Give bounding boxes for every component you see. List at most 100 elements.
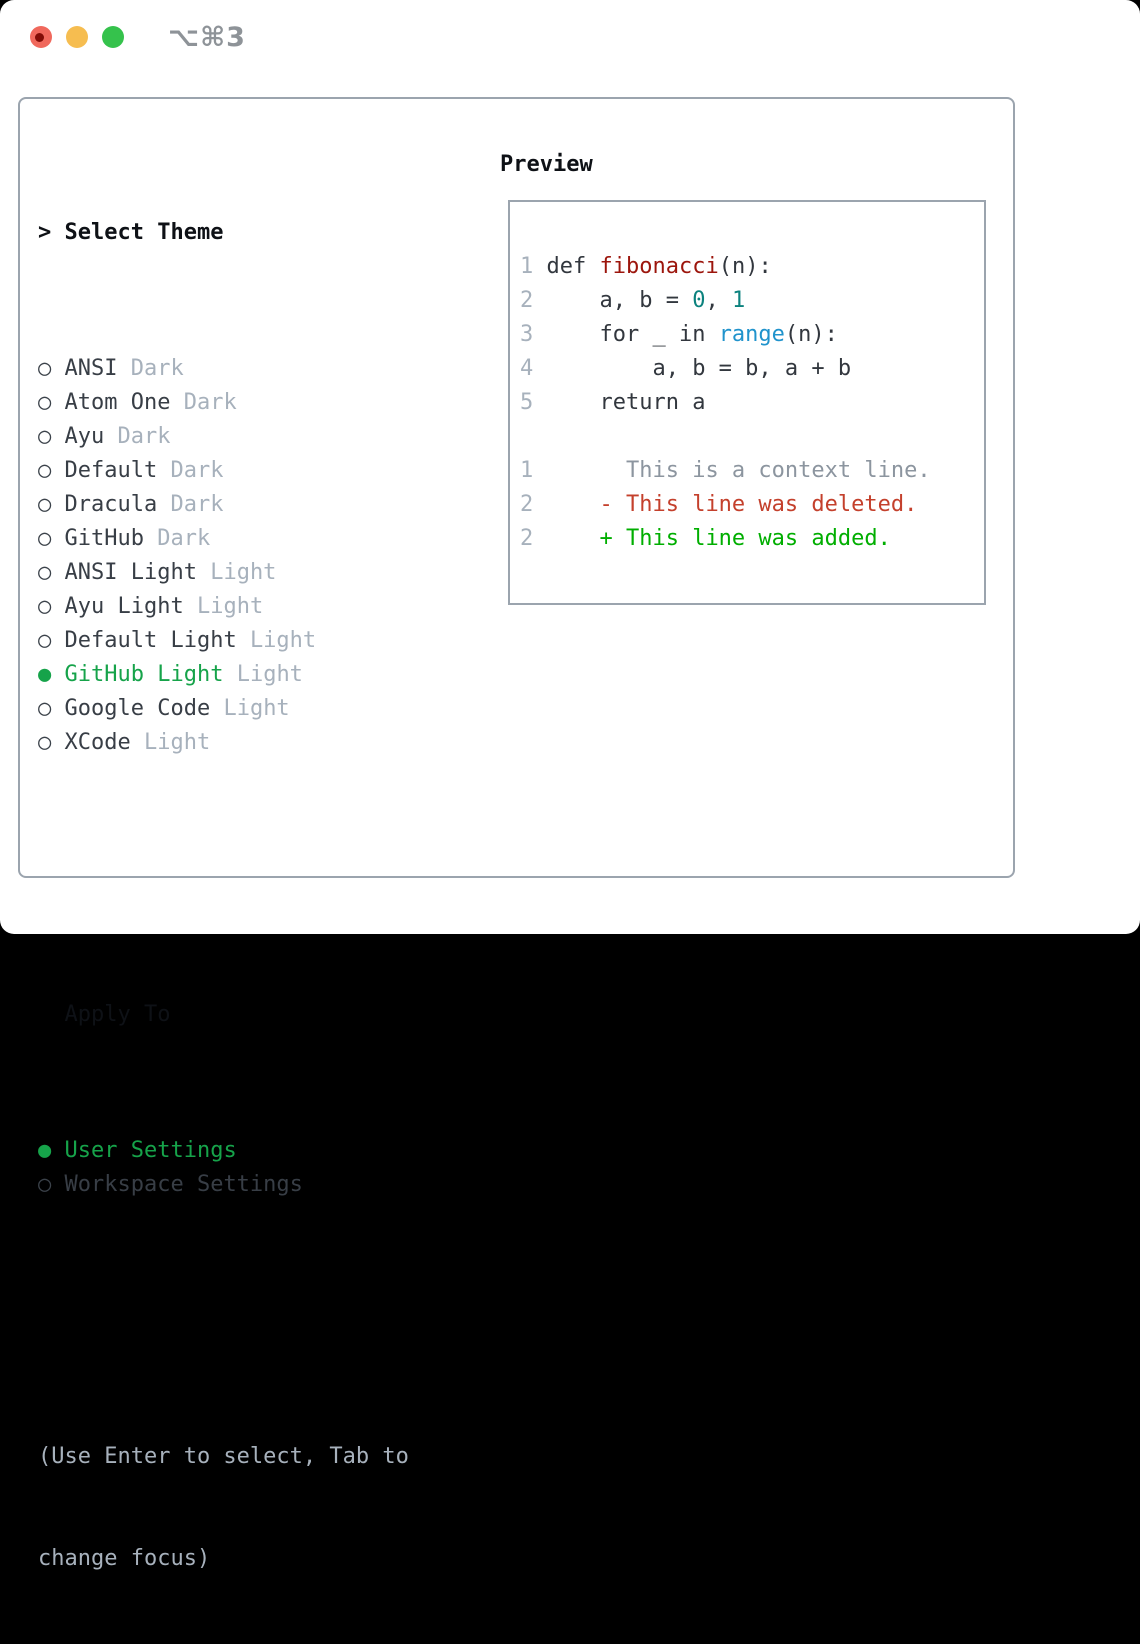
theme-option-ayu-light[interactable]: ○ Ayu Light Light <box>38 590 409 624</box>
theme-variant: Dark <box>184 390 237 415</box>
code-token: - This line was deleted. <box>547 492 918 517</box>
theme-variant: Light <box>223 696 289 721</box>
code-token: a, b = <box>547 288 693 313</box>
theme-picker-panel: > Select Theme ○ ANSI Dark○ Atom One Dar… <box>18 97 1015 878</box>
theme-name: XCode <box>65 730 131 755</box>
select-theme-title: Select Theme <box>65 220 224 245</box>
preview-line: 2 + This line was added. <box>520 522 984 556</box>
preview-line: 1 This is a context line. <box>520 454 984 488</box>
theme-name: Ayu <box>65 424 105 449</box>
theme-options: ○ ANSI Dark○ Atom One Dark○ Ayu Dark○ De… <box>38 352 409 760</box>
prompt-icon: > <box>38 220 51 245</box>
preview-line: 3 for _ in range(n): <box>520 318 984 352</box>
apply-to-options: ● User Settings○ Workspace Settings <box>38 1134 409 1202</box>
theme-name: Google Code <box>65 696 211 721</box>
theme-variant: Dark <box>131 356 184 381</box>
apply-to-header: Apply To <box>38 998 409 1032</box>
theme-option-dracula[interactable]: ○ Dracula Dark <box>38 488 409 522</box>
code-token: This is a context line. <box>547 458 931 483</box>
theme-variant: Light <box>210 560 276 585</box>
minimize-button[interactable] <box>66 26 88 48</box>
theme-option-atom-one[interactable]: ○ Atom One Dark <box>38 386 409 420</box>
theme-option-github-light[interactable]: ● GitHub Light Light <box>38 658 409 692</box>
titlebar: ⌥⌘3 <box>0 0 1140 74</box>
apply-to-title: Apply To <box>65 1002 171 1027</box>
radio-unselected-icon: ○ <box>38 1172 51 1197</box>
code-token: a, b = b, a + b <box>547 356 852 381</box>
apply-option-user-settings[interactable]: ● User Settings <box>38 1134 409 1168</box>
theme-name: ANSI <box>65 356 118 381</box>
line-number: 5 <box>520 390 547 415</box>
preview-line: 5 return a <box>520 386 984 420</box>
code-token: + This line was added. <box>547 526 891 551</box>
radio-unselected-icon: ○ <box>38 356 51 381</box>
radio-unselected-icon: ○ <box>38 458 51 483</box>
close-dot-icon <box>35 33 44 42</box>
line-number: 2 <box>520 492 547 517</box>
theme-option-ansi-light[interactable]: ○ ANSI Light Light <box>38 556 409 590</box>
radio-unselected-icon: ○ <box>38 560 51 585</box>
theme-option-ansi[interactable]: ○ ANSI Dark <box>38 352 409 386</box>
theme-option-default-light[interactable]: ○ Default Light Light <box>38 624 409 658</box>
line-number: 4 <box>520 356 547 381</box>
code-token: for _ in <box>547 322 719 347</box>
code-token: range <box>719 322 785 347</box>
preview-box: 1 def fibonacci(n): 2 a, b = 0, 1 3 for _ … <box>508 200 986 605</box>
code-token: (n): <box>719 254 772 279</box>
line-number: 1 <box>520 458 547 483</box>
line-number: 2 <box>520 526 547 551</box>
theme-variant: Dark <box>157 526 210 551</box>
theme-name: ANSI Light <box>65 560 197 585</box>
select-theme-header: > Select Theme <box>38 216 409 250</box>
preview-line: 2 - This line was deleted. <box>520 488 984 522</box>
theme-option-google-code[interactable]: ○ Google Code Light <box>38 692 409 726</box>
code-token: return a <box>547 390 706 415</box>
theme-name: Atom One <box>65 390 171 415</box>
window-title: ⌥⌘3 <box>168 22 246 53</box>
radio-unselected-icon: ○ <box>38 424 51 449</box>
theme-variant: Light <box>144 730 210 755</box>
apply-option-workspace-settings[interactable]: ○ Workspace Settings <box>38 1168 409 1202</box>
theme-name: Default Light <box>65 628 237 653</box>
theme-variant: Dark <box>170 492 223 517</box>
line-number: 3 <box>520 322 547 347</box>
radio-selected-icon: ● <box>38 1138 51 1163</box>
line-number: 2 <box>520 288 547 313</box>
spacer <box>38 1304 409 1338</box>
app-window: ⌥⌘3 > Select Theme ○ ANSI Dark○ Atom One… <box>0 0 1140 934</box>
theme-variant: Light <box>197 594 263 619</box>
theme-variant: Light <box>237 662 303 687</box>
preview-title: Preview <box>500 148 593 182</box>
theme-variant: Light <box>250 628 316 653</box>
hint-line-1: (Use Enter to select, Tab to <box>38 1440 409 1474</box>
preview-line: 4 a, b = b, a + b <box>520 352 984 386</box>
code-token: def <box>547 254 600 279</box>
theme-option-default[interactable]: ○ Default Dark <box>38 454 409 488</box>
theme-name: Dracula <box>65 492 158 517</box>
radio-unselected-icon: ○ <box>38 730 51 755</box>
preview-blank-line <box>520 420 984 454</box>
radio-unselected-icon: ○ <box>38 526 51 551</box>
code-token: , <box>705 288 732 313</box>
preview-line: 1 def fibonacci(n): <box>520 250 984 284</box>
apply-option-label: Workspace Settings <box>65 1172 303 1197</box>
theme-option-ayu[interactable]: ○ Ayu Dark <box>38 420 409 454</box>
spacer <box>38 862 409 896</box>
hint-line-2: change focus) <box>38 1542 409 1576</box>
code-token: 1 <box>732 288 745 313</box>
close-button[interactable] <box>30 26 52 48</box>
theme-option-github[interactable]: ○ GitHub Dark <box>38 522 409 556</box>
code-token: 0 <box>692 288 705 313</box>
radio-selected-icon: ● <box>38 662 51 687</box>
radio-unselected-icon: ○ <box>38 628 51 653</box>
zoom-button[interactable] <box>102 26 124 48</box>
theme-list-column: > Select Theme ○ ANSI Dark○ Atom One Dar… <box>38 148 409 1644</box>
theme-name: Default <box>65 458 158 483</box>
theme-name: GitHub <box>65 526 144 551</box>
theme-name: Ayu Light <box>65 594 184 619</box>
radio-unselected-icon: ○ <box>38 390 51 415</box>
radio-unselected-icon: ○ <box>38 696 51 721</box>
theme-variant: Dark <box>118 424 171 449</box>
theme-option-xcode[interactable]: ○ XCode Light <box>38 726 409 760</box>
code-token: fibonacci <box>599 254 718 279</box>
